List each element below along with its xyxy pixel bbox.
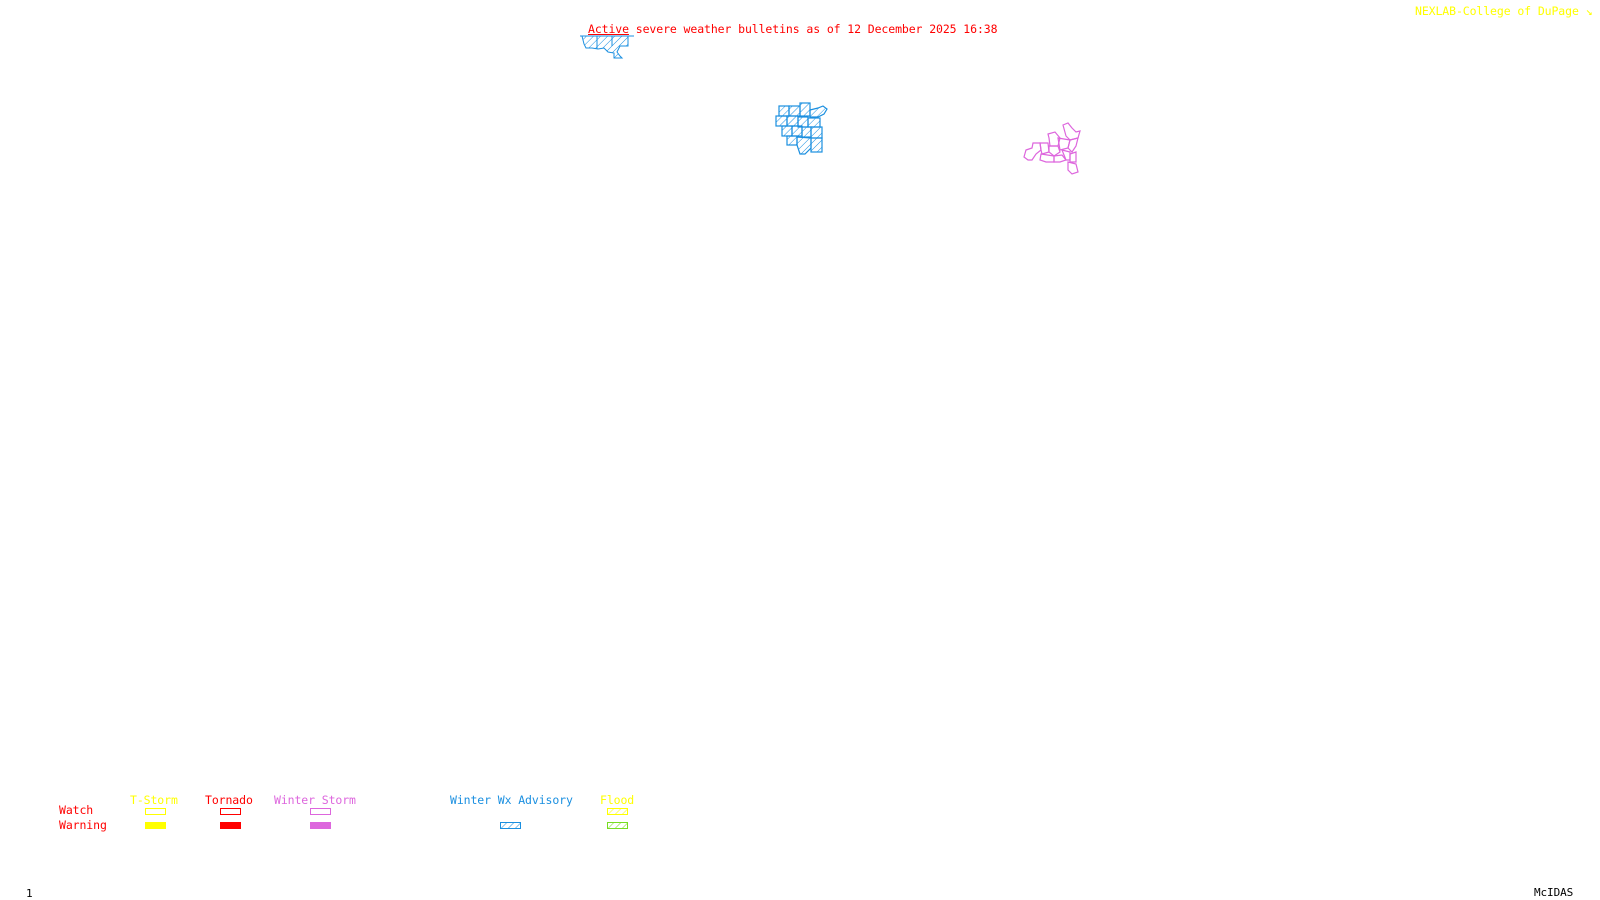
credit-label: NEXLAB-College of DuPage ↘ — [1415, 4, 1593, 18]
software-label: McIDAS — [1534, 886, 1574, 899]
legend-flood-label: Flood — [600, 793, 635, 807]
bulletin-title: Active severe weather bulletins as of 12… — [588, 22, 998, 36]
legend-tornado-label: Tornado — [205, 793, 253, 807]
legend-row-warning: Warning — [59, 818, 107, 832]
legend-flood-warning-swatch — [607, 822, 628, 829]
winter-storm-watch-area-east — [1023, 122, 1081, 175]
credit-text: NEXLAB-College of DuPage — [1415, 4, 1579, 18]
legend-winter-storm-watch-swatch — [310, 808, 331, 815]
legend-winter-storm-label: Winter Storm — [274, 793, 356, 807]
legend-winter-wx-advisory-label: Winter Wx Advisory — [450, 793, 573, 807]
legend-winter-wx-advisory-swatch — [500, 822, 521, 829]
legend-tornado-watch-swatch — [220, 808, 241, 815]
legend-flood-watch-swatch — [607, 808, 628, 815]
winter-wx-advisory-area-central — [775, 102, 828, 155]
legend-tstorm-warning-swatch — [145, 822, 166, 829]
legend-tstorm-label: T-Storm — [130, 793, 178, 807]
diagonal-arrow-icon: ↘ — [1585, 4, 1593, 18]
legend-winter-storm-warning-swatch — [310, 822, 331, 829]
title-text: severe weather bulletins as of 12 Decemb… — [628, 22, 998, 36]
legend-tornado-warning-swatch — [220, 822, 241, 829]
title-prefix: Active — [588, 22, 629, 36]
legend-tstorm-watch-swatch — [145, 808, 166, 815]
frame-number: 1 — [26, 887, 33, 900]
winter-wx-advisory-area-north — [580, 35, 634, 59]
legend-row-watch: Watch — [59, 803, 94, 817]
